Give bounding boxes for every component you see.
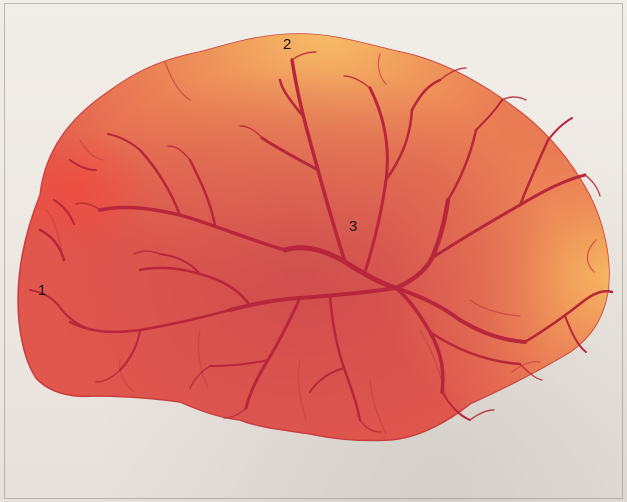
label-region-3: 3 bbox=[349, 219, 357, 234]
label-region-1: 1 bbox=[38, 283, 46, 298]
label-region-2: 2 bbox=[283, 37, 291, 52]
